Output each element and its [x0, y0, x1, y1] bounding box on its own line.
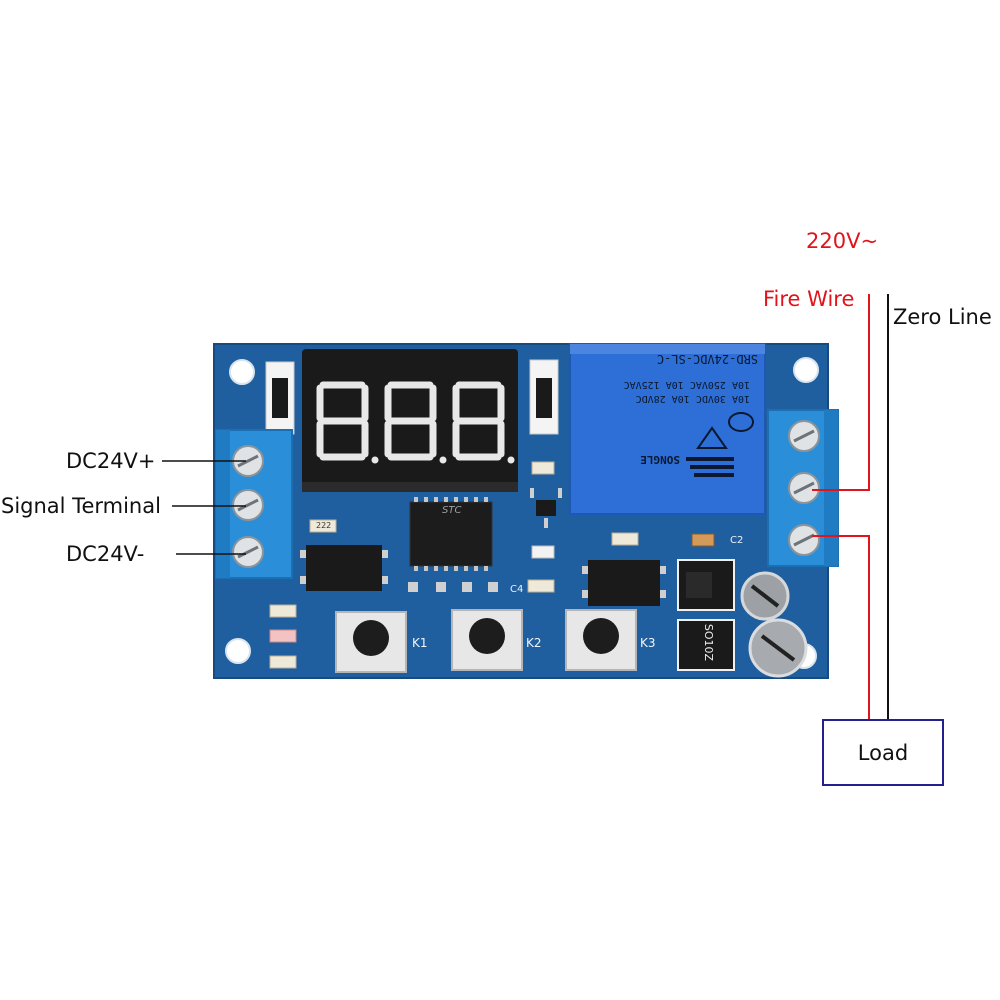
signal-terminal-label: Signal Terminal [1, 494, 161, 518]
relay-model-text: SRD-24VDC-SL-C [656, 352, 758, 366]
load-box: Load [822, 719, 944, 786]
diode-right [529, 359, 559, 435]
optocoupler-left [300, 545, 388, 591]
microcontroller-chip [409, 497, 493, 571]
diode-left [265, 361, 295, 435]
cap-c2-label: C2 [730, 535, 744, 546]
button-k3-label: K3 [640, 636, 656, 650]
chip-label: STC [442, 505, 462, 516]
mounting-holes [225, 357, 819, 669]
load-label: Load [857, 740, 909, 765]
button-k2-label: K2 [526, 636, 542, 650]
regulator-label: SO10Z [702, 623, 716, 662]
voltage-regulator-bottom [677, 619, 735, 671]
electrolytic-capacitor-2 [748, 618, 808, 678]
button-k3[interactable] [565, 609, 637, 671]
smd-code-label: 222 [316, 521, 332, 530]
fire-wire-label: Fire Wire [763, 287, 855, 311]
dc24v-positive-label: DC24V+ [66, 449, 156, 473]
voltage-regulator-top [677, 559, 735, 611]
supply-voltage-label: 220V~ [806, 229, 879, 253]
cap-c4-label: C4 [510, 584, 524, 595]
relay-rating-line2: 10A 30VDC 10A 28VDC [635, 393, 750, 404]
relay-rating-line1: 10A 250VAC 10A 125VAC [623, 379, 750, 390]
relay [569, 343, 766, 515]
terminal-block-right [767, 409, 839, 567]
terminal-leader-lines [162, 460, 246, 555]
optocoupler-right [582, 560, 666, 606]
header-pads [408, 582, 498, 592]
zero-line-label: Zero Line [893, 305, 992, 329]
transistor [530, 488, 562, 528]
dc24v-negative-label: DC24V- [66, 542, 145, 566]
fire-wire-line [812, 294, 870, 719]
button-k1[interactable] [335, 611, 407, 673]
button-k1-label: K1 [412, 636, 428, 650]
terminal-block-left [215, 429, 293, 579]
smd-components [269, 461, 715, 669]
relay-brand-text: SONGLE [640, 453, 680, 466]
electrolytic-capacitor-1 [740, 571, 790, 621]
seven-segment-display [302, 349, 518, 492]
button-k2[interactable] [451, 609, 523, 671]
